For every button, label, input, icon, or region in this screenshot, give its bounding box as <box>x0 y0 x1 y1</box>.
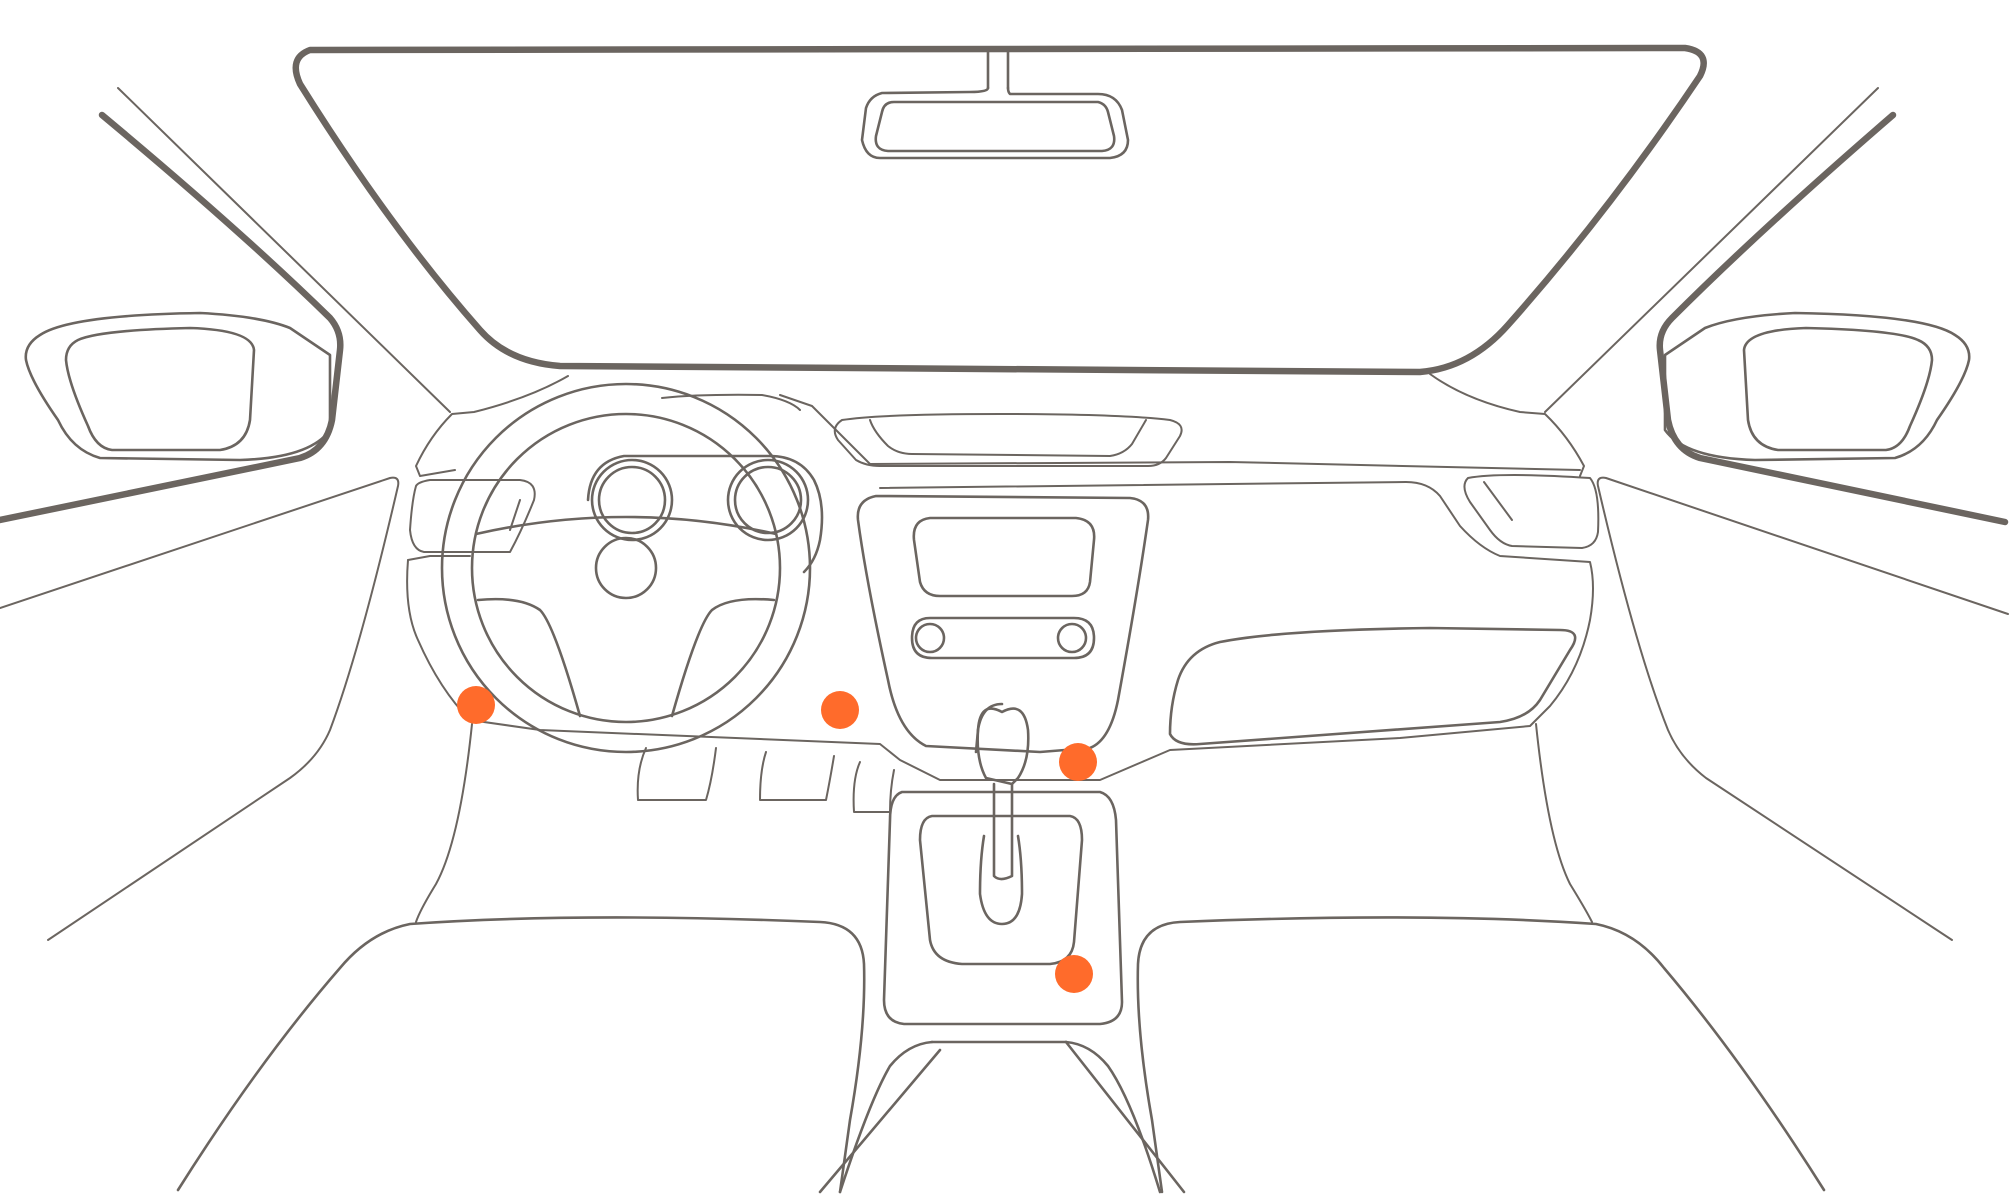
hotspot-console-tray[interactable] <box>1055 955 1093 993</box>
right-door-panel <box>1598 478 2008 940</box>
hotspot-center-dash[interactable] <box>821 691 859 729</box>
right-side-mirror <box>1665 313 1969 460</box>
center-stack <box>858 496 1148 752</box>
right-a-pillar <box>1545 88 2005 522</box>
windshield <box>296 48 1704 372</box>
right-front-seat <box>1138 917 1824 1192</box>
hotspots <box>457 686 1097 993</box>
hotspot-console-base[interactable] <box>1059 743 1097 781</box>
center-console <box>820 792 1184 1192</box>
lower-trim <box>416 724 1592 922</box>
gear-shifter <box>976 704 1028 924</box>
left-side-mirror <box>26 313 330 460</box>
pedals <box>638 748 894 812</box>
dashboard <box>407 374 1598 780</box>
rearview-mirror <box>862 50 1128 158</box>
left-front-seat <box>178 917 864 1192</box>
instrument-cluster <box>588 456 822 572</box>
left-door-panel <box>0 478 398 940</box>
left-a-pillar <box>0 88 450 520</box>
steering-wheel <box>442 384 810 752</box>
hotspot-left-dash-lower[interactable] <box>457 686 495 724</box>
